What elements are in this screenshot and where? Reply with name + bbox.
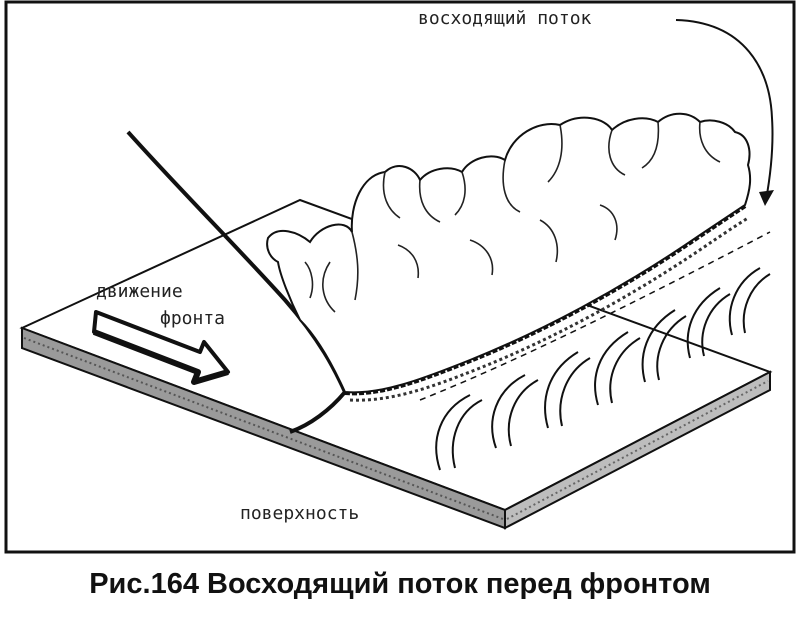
cloud-contours [304, 121, 721, 313]
surface-edge-texture-right [506, 380, 769, 520]
diagram-border [4, 0, 796, 554]
figure-caption: Рис.164 Восходящий поток перед фронтом [89, 568, 711, 600]
updraft-streaks [435, 267, 771, 471]
label-surface: поверхность [240, 503, 360, 524]
updraft-leader-arrow [675, 19, 774, 201]
ground-dashed-line [419, 231, 771, 401]
surface-edge-right [504, 370, 771, 530]
label-front-motion-line1: движение [96, 281, 183, 302]
diagram-canvas [4, 0, 796, 554]
surface-edge-texture [23, 337, 504, 520]
cumulus-cloud-line [266, 112, 752, 394]
diagram: восходящий поток движение фронта поверхн… [4, 0, 796, 554]
label-front-motion-line2: фронта [160, 308, 226, 329]
label-updraft: восходящий поток [418, 8, 592, 29]
front-motion-arrow-shadow [92, 329, 229, 385]
updraft-leader-arrowhead [759, 190, 774, 206]
